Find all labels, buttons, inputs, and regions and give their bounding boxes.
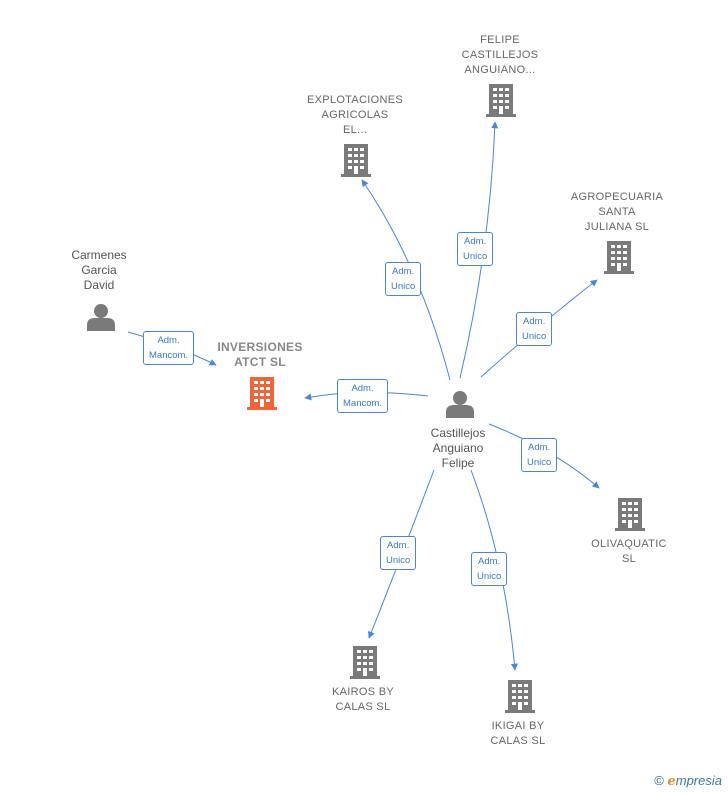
relation-badge: Adm. Unico xyxy=(516,312,553,346)
copyright-symbol: © xyxy=(654,773,664,788)
building-icon[interactable] xyxy=(341,144,371,177)
node-label-felipe-castillejos[interactable]: FELIPE CASTILLEJOS ANGUIANO... xyxy=(461,34,539,76)
node-label-carmenes[interactable]: Carmenes Garcia David xyxy=(71,248,127,292)
person-icon[interactable] xyxy=(87,304,115,331)
relation-badge: Adm. Mancom. xyxy=(337,379,389,413)
node-label-explotaciones[interactable]: EXPLOTACIONES AGRICOLAS EL... xyxy=(307,94,403,136)
relation-badge: Adm. Unico xyxy=(380,536,417,570)
building-icon[interactable] xyxy=(604,241,634,274)
node-label-inversiones[interactable]: INVERSIONES ATCT SL xyxy=(217,340,303,369)
node-label-agropecuaria[interactable]: AGROPECUARIA SANTA JULIANA SL xyxy=(570,191,664,233)
building-icon[interactable] xyxy=(486,84,516,117)
brand-logo-text: mpresia xyxy=(675,773,722,788)
building-icon[interactable] xyxy=(350,646,380,679)
building-icon[interactable] xyxy=(615,498,645,531)
relation-badge: Adm. Unico xyxy=(471,552,508,586)
person-icon[interactable] xyxy=(446,391,474,418)
node-label-castillejos[interactable]: Castillejos Anguiano Felipe xyxy=(430,426,486,470)
relation-badge: Adm. Unico xyxy=(385,262,422,296)
building-icon[interactable] xyxy=(505,680,535,713)
relation-badge: Adm. Unico xyxy=(521,438,558,472)
node-label-ikigai[interactable]: IKIGAI BY CALAS SL xyxy=(490,720,546,747)
building-icon[interactable] xyxy=(247,377,277,410)
node-label-olivaquatic[interactable]: OLIVAQUATIC SL xyxy=(591,538,667,565)
brand-logo-initial: e xyxy=(667,774,676,789)
relation-badge: Adm. Unico xyxy=(457,232,494,266)
empresia-watermark: © empresia xyxy=(654,773,722,789)
relation-badge: Adm. Mancom. xyxy=(143,331,195,365)
node-label-kairos[interactable]: KAIROS BY CALAS SL xyxy=(332,686,394,713)
